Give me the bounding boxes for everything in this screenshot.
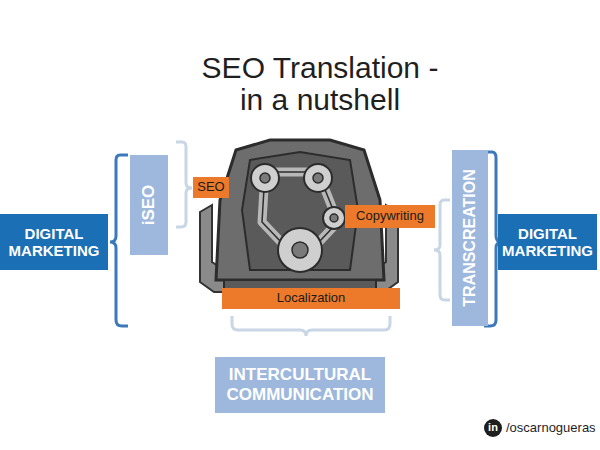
iseo-box: iSEO (130, 155, 168, 255)
intercultural-box: INTERCULTURAL COMMUNICATION (215, 357, 385, 413)
marketing-box: DIGITAL MARKETING (0, 214, 108, 270)
author-handle: /oscarnogueras (506, 420, 596, 436)
linkedin-mark: in (487, 420, 499, 434)
iseo-bracket (176, 142, 192, 227)
node-label: SEO (197, 180, 224, 195)
title: SEO Translation - in a nutshell (195, 52, 445, 116)
localization-tag: Localization (222, 288, 400, 309)
copywriting-tag: Copywriting (345, 205, 435, 228)
seo-tag: SEO (193, 177, 229, 198)
node-label: INTERCULTURAL COMMUNICATION (219, 365, 381, 404)
intercultural-bracket (232, 316, 390, 336)
node-label: DIGITAL MARKETING (502, 225, 593, 260)
node-label: iSEO (139, 185, 159, 226)
node-label: TRANSCREATION (461, 169, 479, 306)
transcreation-bracket (434, 200, 450, 300)
left-bracket (110, 155, 128, 326)
linkedin-icon (484, 419, 502, 437)
marketing-box: DIGITAL MARKETING (498, 214, 597, 270)
node-label: DIGITAL MARKETING (4, 225, 104, 260)
transcreation-box: TRANSCREATION (452, 150, 488, 326)
node-label: Copywriting (356, 209, 424, 224)
node-label: Localization (277, 291, 346, 306)
